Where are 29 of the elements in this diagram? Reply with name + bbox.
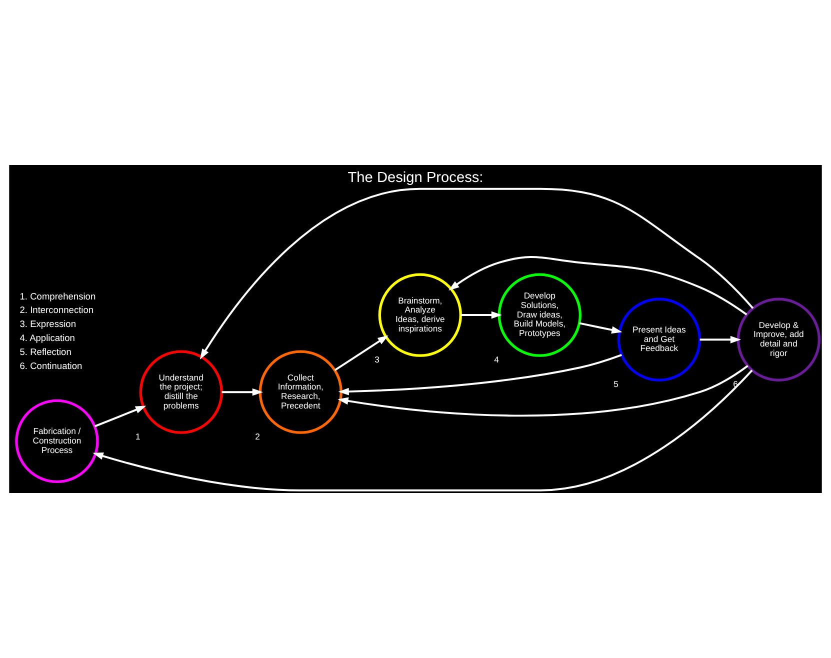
arrow <box>200 188 754 360</box>
node-label: 5 <box>614 379 618 390</box>
node-circle: Develop & Improve, add detail and rigor <box>736 298 821 382</box>
label: 6. Continuation <box>20 360 82 371</box>
arrow <box>334 335 388 372</box>
diagram-title: The Design Process: <box>348 170 484 186</box>
arrow <box>579 322 622 334</box>
arrow <box>94 406 146 428</box>
node-circle: Collect Information, Research, Precedent <box>258 350 342 434</box>
node-label: 3 <box>374 354 380 364</box>
label: 2. Interconnection <box>20 305 94 316</box>
arrow <box>338 365 748 417</box>
arrow <box>700 336 742 344</box>
node-label: 2 <box>255 431 260 442</box>
node-label: 4 <box>494 354 499 364</box>
arrow <box>222 388 264 396</box>
node-circle: Present Ideas and Get Feedback <box>617 298 701 382</box>
label: 5. Reflection <box>20 347 72 358</box>
label: 3. Expression <box>20 319 76 330</box>
arrow <box>460 311 502 319</box>
arrow <box>338 354 622 396</box>
label: 4. Application <box>20 333 75 344</box>
label: 1. Comprehension <box>20 291 96 302</box>
node-circle: Fabrication / Construction Process <box>15 399 99 484</box>
node-label: 1 <box>136 431 140 442</box>
arrow <box>448 256 748 316</box>
node-circle: Understand the project; distill the problems <box>139 350 223 434</box>
arrow <box>92 370 753 492</box>
node-circle: Develop Solutions, Draw ideas, Build Models, Prototypes <box>498 273 582 357</box>
